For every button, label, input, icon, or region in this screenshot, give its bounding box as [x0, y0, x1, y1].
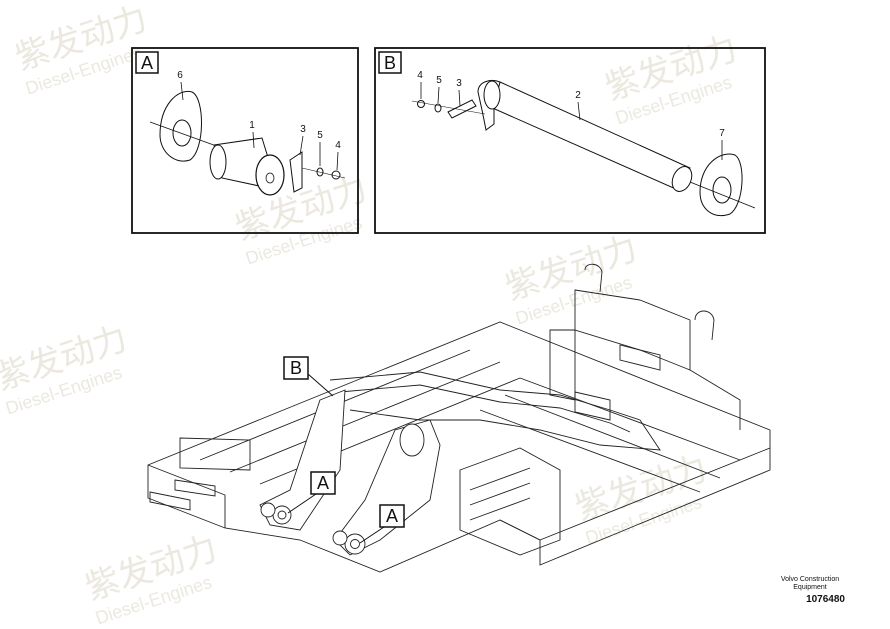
component-detail: [469, 467, 531, 521]
upright-plate: [549, 329, 576, 401]
callout-a-box: [310, 471, 336, 495]
pin-2-head: [483, 80, 501, 110]
stiffener: [479, 377, 741, 493]
callout-4: 4: [417, 70, 423, 81]
leader-line: [299, 135, 304, 156]
lock-plate-3: [447, 99, 477, 119]
mount-block: [179, 437, 251, 471]
washer-6-hole: [172, 119, 192, 147]
callout-1: 1: [249, 120, 255, 131]
main-callouts: B A A: [283, 356, 405, 544]
lock-plate-3: [289, 151, 303, 193]
leader-line: [307, 373, 334, 397]
step-plate: [149, 491, 191, 511]
frame-edge: [689, 369, 741, 430]
leader-line: [577, 101, 581, 121]
detail-a-label: A: [141, 53, 153, 73]
drawing-number: 1076480: [806, 594, 845, 605]
leader-line: [252, 131, 255, 149]
callout-5: 5: [436, 75, 442, 86]
callout-4: 4: [335, 140, 341, 151]
stiffener: [199, 349, 521, 485]
washer-7-hole: [712, 176, 732, 204]
detail-b-tag: [378, 51, 402, 74]
callout-2: 2: [575, 90, 581, 101]
pin-bore: [260, 502, 276, 518]
callout-a-box: [379, 504, 405, 528]
pin-2-end: [671, 166, 693, 192]
detail-b-panel: B 4 5 3 2 7: [374, 47, 766, 234]
detail-a-tag: [135, 51, 159, 74]
callout-b-label: B: [290, 358, 302, 378]
callout-a-label: A: [386, 506, 398, 526]
lifting-eye: [694, 310, 715, 341]
frame-edge: [147, 464, 226, 528]
callout-b-box: [283, 356, 309, 380]
company-name: Volvo Construction Equipment: [780, 576, 840, 591]
bolt-4: [417, 100, 425, 108]
axis-line: [149, 121, 223, 149]
cutout: [574, 391, 611, 421]
callout-6: 6: [177, 70, 183, 81]
leader-line: [336, 151, 339, 171]
callout-5: 5: [317, 130, 323, 141]
callout-3: 3: [456, 78, 462, 89]
callout-7: 7: [719, 128, 725, 139]
detail-a-panel: A 6 1 3 5 4: [131, 47, 359, 234]
pin-1-head-hole: [265, 172, 275, 184]
detail-b-label: B: [384, 53, 396, 73]
leader-line: [437, 86, 440, 104]
pin-bore-inner: [277, 510, 287, 520]
leader-line: [287, 493, 317, 514]
component-box: [459, 447, 561, 556]
leader-line: [359, 526, 385, 544]
axis-line: [689, 181, 756, 209]
main-frame-view: [147, 263, 771, 573]
step-plate: [174, 479, 216, 497]
boom-foot-left: [259, 389, 346, 531]
cylinder-bore: [399, 423, 425, 457]
pin-bore: [332, 530, 348, 546]
handrail: [329, 371, 661, 451]
frame-edge: [499, 519, 541, 541]
axis-line: [411, 100, 486, 115]
handrail-inner: [339, 384, 631, 433]
leader-line: [180, 81, 184, 101]
callout-a-label: A: [317, 473, 329, 493]
pin-1-end: [209, 144, 227, 180]
cutout: [619, 344, 661, 371]
lifting-eye: [584, 263, 603, 293]
axis-line: [301, 167, 346, 179]
callout-3: 3: [300, 124, 306, 135]
detail-a-frame: [131, 47, 359, 234]
leader-line: [458, 89, 461, 107]
pin-bore-inner: [350, 539, 360, 549]
frame-edge: [539, 447, 771, 541]
detail-b-frame: [374, 47, 766, 234]
frame-outline: [147, 321, 771, 573]
